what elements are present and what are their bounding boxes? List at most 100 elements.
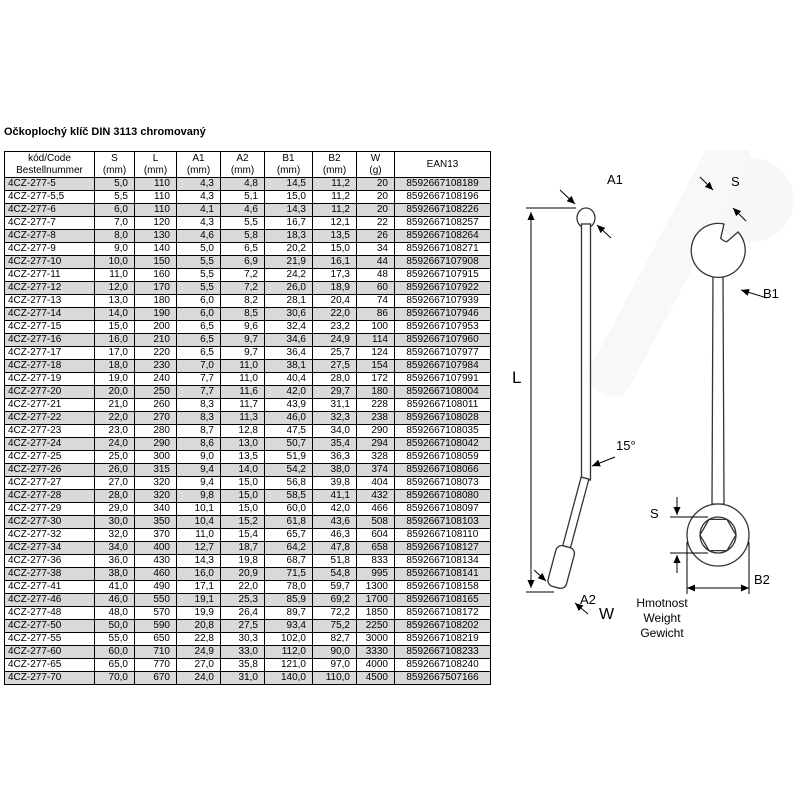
table-cell: 13,0 bbox=[220, 437, 265, 451]
column-header: EAN13 bbox=[394, 151, 491, 178]
table-cell: 604 bbox=[356, 528, 395, 542]
table-cell: 5,5 bbox=[220, 216, 265, 230]
table-cell: 4CZ-277-5,5 bbox=[4, 190, 95, 204]
table-cell: 20,8 bbox=[176, 619, 221, 633]
dim-label-b1: B1 bbox=[763, 286, 779, 301]
table-cell: 90,0 bbox=[312, 645, 357, 659]
table-cell: 12,1 bbox=[312, 216, 357, 230]
table-cell: 15,2 bbox=[220, 515, 265, 529]
table-cell: 41,0 bbox=[94, 580, 135, 594]
table-cell: 490 bbox=[134, 580, 177, 594]
table-cell: 6,0 bbox=[176, 307, 221, 321]
weight-label-cs: Hmotnost bbox=[636, 596, 688, 610]
table-cell: 26,4 bbox=[220, 606, 265, 620]
table-cell: 140,0 bbox=[264, 671, 313, 685]
table-cell: 4CZ-277-11 bbox=[4, 268, 95, 282]
table-cell: 4CZ-277-15 bbox=[4, 320, 95, 334]
table-cell: 4CZ-277-36 bbox=[4, 554, 95, 568]
table-cell: 29,0 bbox=[94, 502, 135, 516]
table-cell: 23,0 bbox=[94, 424, 135, 438]
table-cell: 120 bbox=[134, 216, 177, 230]
table-cell: 4CZ-277-10 bbox=[4, 255, 95, 269]
table-cell: 60,0 bbox=[264, 502, 313, 516]
table-cell: 4CZ-277-55 bbox=[4, 632, 95, 646]
table-cell: 4CZ-277-25 bbox=[4, 450, 95, 464]
table-cell: 24,2 bbox=[264, 268, 313, 282]
table-cell: 12,7 bbox=[176, 541, 221, 555]
column-header: A2(mm) bbox=[220, 151, 265, 178]
table-cell: 320 bbox=[134, 489, 177, 503]
dim-label-b2: B2 bbox=[754, 572, 770, 587]
table-cell: 9,6 bbox=[220, 320, 265, 334]
table-cell: 55,0 bbox=[94, 632, 135, 646]
table-cell: 6,0 bbox=[94, 203, 135, 217]
table-cell: 6,5 bbox=[176, 346, 221, 360]
dim-a1-arrow-2 bbox=[596, 224, 612, 239]
table-cell: 8,3 bbox=[176, 411, 221, 425]
table-cell: 65,7 bbox=[264, 528, 313, 542]
dim-label-s-open: S bbox=[731, 174, 740, 189]
table-cell: 110 bbox=[134, 203, 177, 217]
table-cell: 26,0 bbox=[264, 281, 313, 295]
table-cell: 42,0 bbox=[312, 502, 357, 516]
table-cell: 4CZ-277-28 bbox=[4, 489, 95, 503]
table-cell: 220 bbox=[134, 346, 177, 360]
table-cell: 110,0 bbox=[312, 671, 357, 685]
table-cell: 8592667107915 bbox=[394, 268, 491, 282]
table-cell: 328 bbox=[356, 450, 395, 464]
table-cell: 16,0 bbox=[94, 333, 135, 347]
table-cell: 27,5 bbox=[312, 359, 357, 373]
table-cell: 22,8 bbox=[176, 632, 221, 646]
table-cell: 4CZ-277-23 bbox=[4, 424, 95, 438]
weight-symbol: W bbox=[599, 606, 615, 623]
table-cell: 4,3 bbox=[176, 216, 221, 230]
table-cell: 340 bbox=[134, 502, 177, 516]
table-cell: 650 bbox=[134, 632, 177, 646]
side-view-wrench bbox=[547, 207, 596, 590]
table-cell: 710 bbox=[134, 645, 177, 659]
table-cell: 13,5 bbox=[220, 450, 265, 464]
table-cell: 11,2 bbox=[312, 190, 357, 204]
table-cell: 180 bbox=[134, 294, 177, 308]
table-cell: 11,2 bbox=[312, 177, 357, 191]
table-cell: 7,2 bbox=[220, 281, 265, 295]
watermark bbox=[588, 150, 794, 397]
table-cell: 110 bbox=[134, 177, 177, 191]
table-cell: 6,5 bbox=[220, 242, 265, 256]
table-cell: 8592667108226 bbox=[394, 203, 491, 217]
table-cell: 28,1 bbox=[264, 294, 313, 308]
table-cell: 4CZ-277-60 bbox=[4, 645, 95, 659]
table-cell: 9,7 bbox=[220, 333, 265, 347]
table-cell: 27,0 bbox=[176, 658, 221, 672]
table-cell: 150 bbox=[134, 255, 177, 269]
table-cell: 11,6 bbox=[220, 385, 265, 399]
table-cell: 26 bbox=[356, 229, 395, 243]
wrench-neck bbox=[561, 476, 590, 552]
table-cell: 140 bbox=[134, 242, 177, 256]
table-cell: 69,2 bbox=[312, 593, 357, 607]
table-cell: 50,7 bbox=[264, 437, 313, 451]
table-cell: 3000 bbox=[356, 632, 395, 646]
table-cell: 54,8 bbox=[312, 567, 357, 581]
table-cell: 4CZ-277-13 bbox=[4, 294, 95, 308]
table-cell: 51,9 bbox=[264, 450, 313, 464]
table-cell: 210 bbox=[134, 333, 177, 347]
table-cell: 8592667107939 bbox=[394, 294, 491, 308]
table-cell: 13,0 bbox=[94, 294, 135, 308]
table-cell: 64,2 bbox=[264, 541, 313, 555]
column-header: B1(mm) bbox=[264, 151, 313, 178]
table-cell: 32,0 bbox=[94, 528, 135, 542]
dim-a2-arrow-1 bbox=[533, 569, 547, 582]
table-cell: 5,1 bbox=[220, 190, 265, 204]
table-cell: 72,2 bbox=[312, 606, 357, 620]
table-cell: 5,5 bbox=[176, 268, 221, 282]
table-cell: 4CZ-277-24 bbox=[4, 437, 95, 451]
table-cell: 270 bbox=[134, 411, 177, 425]
